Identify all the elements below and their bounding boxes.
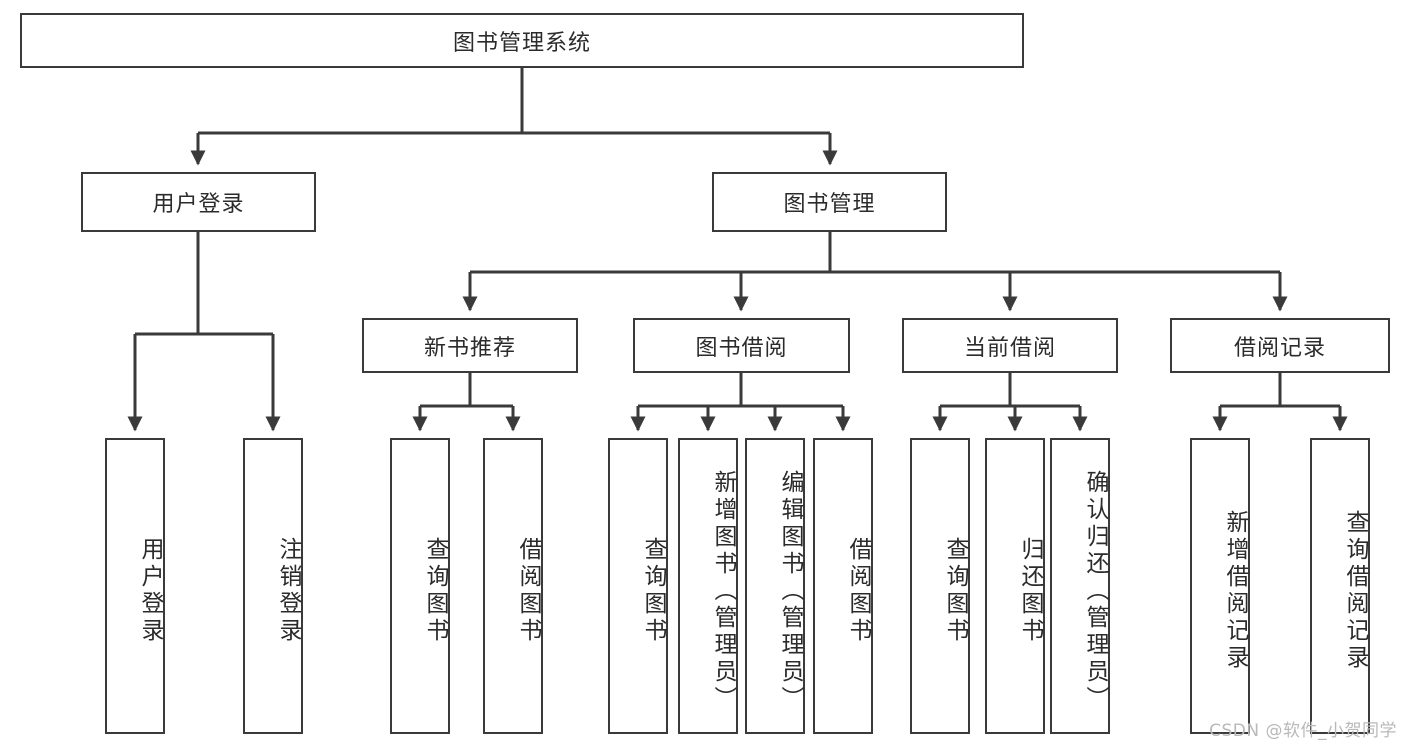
leaf-borrow-book[interactable]: 借阅图书 (813, 438, 873, 734)
leaf-user-login[interactable]: 用户登录 (105, 438, 165, 734)
node-borrow-record[interactable]: 借阅记录 (1170, 318, 1390, 373)
leaf-return-book[interactable]: 归还图书 (985, 438, 1045, 734)
node-current-borrow[interactable]: 当前借阅 (902, 318, 1118, 373)
csdn-watermark: CSDN @软件_小贺同学 (1209, 721, 1397, 741)
node-root-system[interactable]: 图书管理系统 (20, 13, 1024, 68)
leaf-edit-book-admin[interactable]: 编辑图书（管理员） (745, 438, 805, 734)
leaf-add-book-admin[interactable]: 新增图书（管理员） (678, 438, 738, 734)
leaf-add-borrow-record[interactable]: 新增借阅记录 (1190, 438, 1250, 734)
node-book-borrow[interactable]: 图书借阅 (633, 318, 850, 373)
leaf-query-borrow-record[interactable]: 查询借阅记录 (1310, 438, 1370, 734)
node-user-login[interactable]: 用户登录 (81, 172, 316, 232)
leaf-query-book-new[interactable]: 查询图书 (390, 438, 450, 734)
node-book-manage[interactable]: 图书管理 (712, 172, 947, 232)
leaf-confirm-return-admin[interactable]: 确认归还（管理员） (1050, 438, 1110, 734)
leaf-borrow-book-new[interactable]: 借阅图书 (483, 438, 543, 734)
node-new-book-rec[interactable]: 新书推荐 (362, 318, 578, 373)
leaf-query-book-current[interactable]: 查询图书 (910, 438, 970, 734)
leaf-query-book-borrow[interactable]: 查询图书 (608, 438, 668, 734)
leaf-logout[interactable]: 注销登录 (243, 438, 303, 734)
